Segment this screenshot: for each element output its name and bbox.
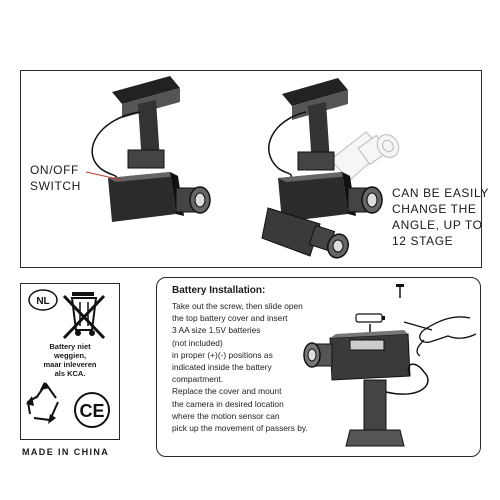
angle-label-line4: 12 STAGE (392, 234, 454, 248)
angle-label-line1: CAN BE EASILY (392, 186, 489, 200)
battery-installation-panel (156, 277, 481, 457)
angle-label-line3: ANGLE, UP TO (392, 218, 483, 232)
nl-text-line2: weggien, (53, 351, 87, 360)
battery-instruction-line: (not included) (172, 337, 223, 348)
made-in-label: MADE IN CHINA (22, 447, 110, 457)
battery-title: Battery Installation: (172, 285, 266, 296)
battery-instruction-line: pick up the movement of passers by. (172, 423, 308, 433)
top-illustration-panel (20, 70, 482, 268)
battery-instruction-line: where the motion sensor can (172, 410, 280, 421)
angle-label: CAN BE EASILY CHANGE THE ANGLE, UP TO 12… (392, 185, 489, 249)
nl-badge-text: NL (36, 296, 49, 307)
angle-label-line2: CHANGE THE (392, 202, 477, 216)
ce-mark-text: CE (79, 401, 104, 421)
battery-instruction-line: indicated inside the battery (172, 362, 272, 372)
nl-text-line1: Battery niet (49, 342, 91, 351)
ghost-camera-illustration (329, 131, 400, 181)
screwdriver-hand-icon (403, 316, 477, 357)
nl-text-line3: maar inleveren (43, 360, 97, 369)
battery-instruction-line: Replace the cover and mount (172, 386, 282, 397)
battery-instruction-line: Take out the screw, then slide open (172, 301, 303, 311)
switch-label-line2: SWITCH (30, 179, 81, 193)
battery-instruction-line: the camera in desired location (172, 398, 284, 409)
battery-instruction-line: in proper (+)(-) positions as (172, 349, 273, 360)
screw-icon (396, 284, 404, 298)
nl-text-line4: als KCA. (54, 369, 86, 378)
battery-instruction-line: 3 AA size 1.5V batteries (172, 325, 261, 336)
battery-instruction-line: the top battery cover and insert (172, 313, 288, 324)
switch-label: ON/OFF SWITCH (30, 162, 81, 194)
switch-label-line1: ON/OFF (30, 163, 79, 177)
battery-instruction-line: compartment. (172, 374, 224, 385)
battery-icon (355, 313, 385, 323)
